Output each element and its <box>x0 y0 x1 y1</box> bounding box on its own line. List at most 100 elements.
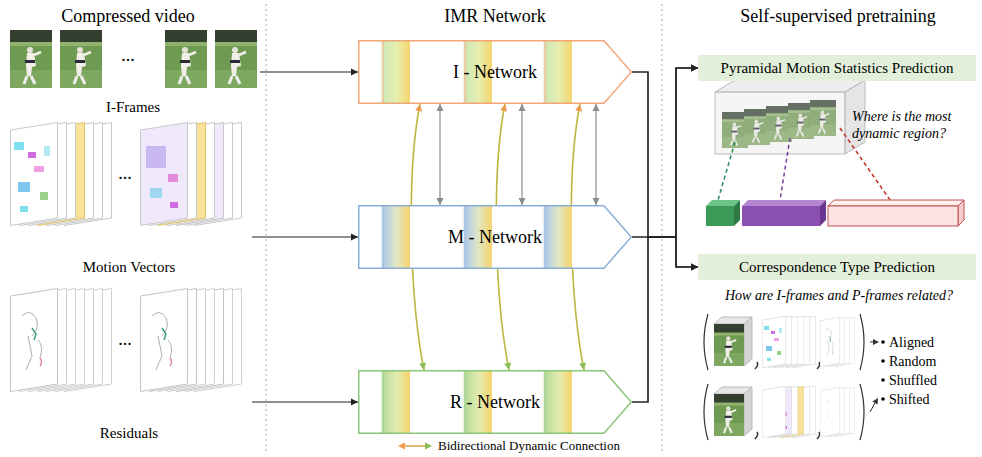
connector <box>437 104 444 205</box>
i-frame-images <box>10 30 257 88</box>
text-label: Aligned <box>889 334 969 351</box>
task-banner: Pyramidal Motion Statistics Prediction <box>698 55 976 81</box>
correspondence-group-aligned <box>873 339 879 345</box>
network-block: M - Network <box>358 205 632 269</box>
list-bullets <box>881 397 885 401</box>
arrow-head <box>691 264 698 271</box>
pyramid-illustration <box>742 200 826 206</box>
motion-vector-stacks <box>11 123 58 226</box>
pyramid-illustration <box>820 200 826 226</box>
correspondence-group-shifted <box>870 403 875 412</box>
arrow-head <box>437 104 444 111</box>
connector-line <box>632 68 698 402</box>
node-text: M - Network <box>448 227 542 248</box>
connector-line <box>632 68 698 237</box>
correspondence-group-aligned <box>820 317 840 367</box>
arrow-head <box>575 104 582 112</box>
residual-stacks <box>11 289 242 392</box>
legend-text: Bidirectional Dynamic Connection <box>438 438 620 453</box>
correspondence-group-aligned <box>704 314 879 370</box>
arrow-head <box>593 198 600 205</box>
arrow-head <box>504 362 511 370</box>
network-shape <box>359 41 632 104</box>
column-separator <box>266 4 662 453</box>
connector-line <box>632 237 698 267</box>
legend-item: Bidirectional Dynamic Connection <box>438 438 620 454</box>
pyramid-illustration <box>718 142 735 200</box>
list-bullets <box>881 340 885 401</box>
text-label: Self-supervised pretraining <box>713 5 963 27</box>
i-frame-images <box>60 30 102 88</box>
correspondence-group-shifted <box>704 384 878 440</box>
connector <box>632 65 698 403</box>
connector-line <box>252 401 358 402</box>
arrow-head <box>500 104 507 112</box>
connector <box>252 234 358 241</box>
correspondence-group-shifted <box>873 398 879 405</box>
arrow-head <box>351 69 358 76</box>
correspondence-group-aligned <box>714 324 744 366</box>
pyramid-illustration <box>780 138 790 200</box>
network-shape <box>359 206 632 269</box>
connector-line <box>632 72 698 267</box>
arrow-head <box>519 198 526 205</box>
arrow-head <box>691 264 698 271</box>
pyramid-illustration <box>706 206 734 226</box>
arrow-head <box>691 65 698 72</box>
correspondence-group-shifted <box>817 432 820 439</box>
correspondence-group-aligned <box>860 314 864 370</box>
node-text: I - Network <box>453 62 537 83</box>
text-label: ... <box>110 44 146 66</box>
layer-strip <box>545 41 546 103</box>
arrow-head <box>437 198 444 205</box>
network-shape <box>359 371 632 434</box>
list-bullets <box>881 359 885 363</box>
i-frame-images <box>10 30 52 88</box>
node-text: I-Frames <box>106 99 160 116</box>
connector-line <box>252 236 358 237</box>
legend-arrow <box>398 443 405 450</box>
correspondence-group-shifted <box>714 394 744 436</box>
network-shape <box>359 206 632 269</box>
column-separator <box>266 4 267 453</box>
connector <box>260 69 358 76</box>
network-shape <box>359 41 632 104</box>
text-label: How are I-frames and P-frames related? <box>708 287 970 304</box>
connector-line <box>260 71 358 72</box>
connector-line <box>632 68 698 237</box>
connector <box>632 237 698 271</box>
arrow-head <box>519 104 526 111</box>
connector <box>632 65 698 238</box>
correspondence-group-shifted <box>704 384 708 440</box>
correspondence-group-aligned <box>704 314 708 370</box>
layer-strip <box>545 206 546 268</box>
arrow-head <box>579 362 586 370</box>
text-label: Compressed video <box>28 5 228 27</box>
correspondence-group-shifted <box>820 387 840 437</box>
layer-strip <box>380 206 410 268</box>
correspondence-group-aligned <box>744 317 752 366</box>
list-bullets <box>881 340 885 344</box>
frame-group: I-Frames <box>6 26 260 118</box>
legend-arrow <box>398 443 432 450</box>
connector <box>632 65 698 238</box>
layer-strip <box>383 41 384 103</box>
node-text: R - Network <box>450 392 540 413</box>
text-label: IMR Network <box>395 5 595 27</box>
pyramid-illustration <box>715 80 865 92</box>
pyramid-illustration <box>828 200 964 206</box>
pyramid-illustration <box>828 206 958 226</box>
network-shape <box>359 371 632 434</box>
pyramid-illustration <box>706 80 964 226</box>
frame-group: Residuals <box>6 284 252 444</box>
layer-strip <box>545 371 546 433</box>
correspondence-group-shifted <box>762 386 786 438</box>
arrow-head <box>691 65 698 72</box>
layer-strip <box>542 41 572 103</box>
connector-line <box>632 237 698 402</box>
layer-strip <box>542 206 572 268</box>
column-separator <box>662 4 663 453</box>
node-text: Motion Vectors <box>83 259 176 276</box>
